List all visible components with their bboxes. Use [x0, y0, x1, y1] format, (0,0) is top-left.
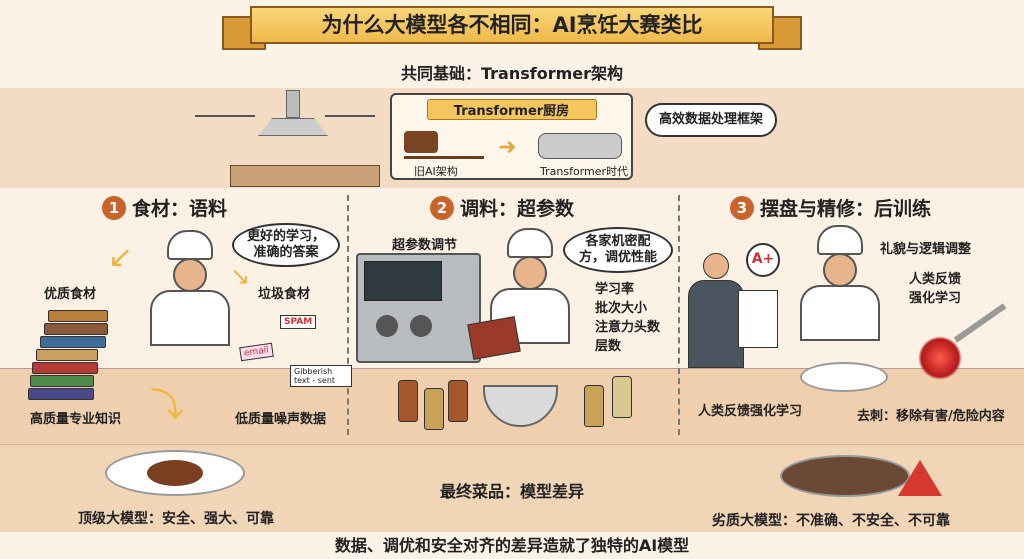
bad-model-label: 劣质大模型：不准确、不安全、不可靠: [712, 513, 950, 529]
spam-label: SPAM: [280, 315, 317, 329]
bottle-icon: [448, 380, 468, 422]
step-number: 1: [102, 195, 126, 220]
bubble-text: 各家机密配方，调优性能: [578, 233, 657, 265]
clipboard-icon: [738, 290, 778, 348]
transformer-header: Transformer厨房: [426, 99, 597, 120]
low-quality-caption: 低质量噪声数据: [235, 412, 327, 427]
step-number: 3: [730, 195, 754, 220]
gibberish-label: Gibberish text - sent: [290, 365, 352, 387]
chef-illustration: [800, 225, 880, 345]
section-1-heading: 1 食材：语料: [102, 194, 227, 221]
bottle-icon: [424, 388, 444, 430]
transformer-kitchen-box: Transformer厨房 ➜ 旧AI架构 Transformer时代: [390, 93, 633, 180]
subtitle: 共同基础：Transformer架构: [400, 64, 624, 83]
thought-bubble: 更好的学习，准确的答案: [232, 223, 340, 267]
judge-illustration: [688, 253, 744, 368]
control-panel-icon: [356, 253, 481, 363]
title-banner: 为什么大模型各不相同：AI烹饪大赛类比: [222, 6, 802, 50]
section-2-heading: 2 调料：超参数: [430, 194, 574, 221]
range-hood-icon: [258, 90, 328, 140]
param-batch-size: 批次大小: [595, 301, 648, 316]
framework-bubble: 高效数据处理框架: [645, 103, 777, 137]
step-number: 2: [430, 195, 454, 220]
param-learning-rate: 学习率: [595, 282, 635, 297]
hyperparameter-list: 学习率 批次大小 注意力头数 层数: [595, 280, 660, 356]
grade-bubble: A+: [746, 243, 780, 277]
old-architecture-label: 旧AI架构: [414, 165, 458, 178]
section-title: 食材：语料: [132, 198, 228, 220]
secret-recipe-bubble: 各家机密配方，调优性能: [563, 227, 673, 273]
steak-dish-icon: [105, 450, 245, 496]
car-chassis-icon: [538, 133, 622, 159]
merge-arrows-icon: ⤵: [150, 386, 184, 426]
final-dish-title: 最终菜品：模型差异: [439, 482, 584, 501]
section-divider: [678, 195, 680, 435]
carriage-icon: [404, 131, 484, 159]
rlhf-label: 人类反馈强化学习: [698, 404, 803, 419]
stove-icon: [230, 165, 380, 187]
bubble-text: 更好的学习，准确的答案: [246, 228, 325, 260]
param-attention-heads: 注意力头数: [595, 320, 661, 335]
spiky-hazard-icon: [918, 336, 962, 380]
rlhf-top-label: 人类反馈强化学习: [908, 272, 961, 306]
books-stack-icon: [18, 310, 128, 400]
pans-icon: [325, 115, 375, 145]
polish-label: 礼貌与逻辑调整: [880, 242, 972, 257]
bottle-icon: [584, 385, 604, 427]
warning-icon: [898, 460, 942, 496]
section-divider: [347, 195, 349, 435]
section-3-heading: 3 摆盘与精修：后训练: [730, 194, 931, 221]
utensils-icon: [195, 115, 255, 145]
remove-harmful-label: 去刺：移除有害/危险内容: [857, 409, 1005, 424]
burnt-dish-icon: [780, 455, 910, 497]
arrow-right-icon: ➜: [498, 135, 517, 160]
footer-caption: 数据、调优和安全对齐的差异造就了独特的AI模型: [0, 532, 1024, 559]
arrow-icon: ↘: [230, 262, 251, 290]
section-title: 调料：超参数: [460, 198, 575, 220]
chef-illustration: [490, 228, 570, 348]
param-layers: 层数: [595, 339, 622, 354]
bottle-icon: [612, 376, 632, 418]
bottle-icon: [398, 380, 418, 422]
section-title: 摆盘与精修：后训练: [760, 198, 932, 220]
plated-dish-icon: [800, 362, 888, 392]
chef-illustration: [150, 230, 230, 350]
good-ingredients-label: 优质食材: [44, 287, 97, 302]
hyperparameter-panel-label: 超参数调节: [392, 238, 458, 253]
good-model-label: 顶级大模型：安全、强大、可靠: [78, 511, 274, 527]
transformer-era-label: Transformer时代: [540, 165, 629, 178]
arrow-icon: ↙: [108, 240, 134, 275]
junk-mail-icon: SPAM email Gibberish text - sent: [239, 315, 352, 387]
bad-ingredients-label: 垃圾食材: [258, 287, 311, 302]
high-quality-caption: 高质量专业知识: [30, 412, 122, 427]
